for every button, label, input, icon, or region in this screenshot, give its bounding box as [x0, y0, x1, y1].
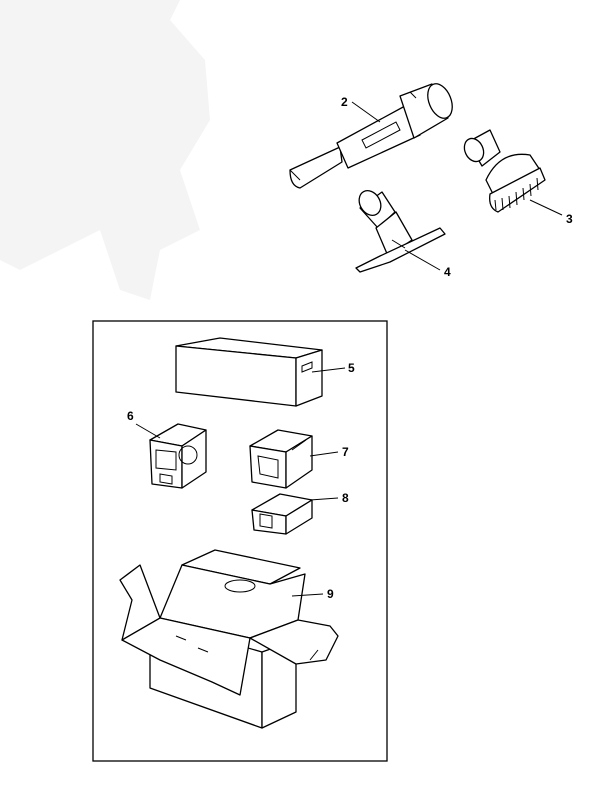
crevice-nozzle	[355, 190, 446, 273]
outer-box	[175, 337, 323, 407]
packaging-frame	[92, 320, 388, 762]
callout-8: 8	[309, 491, 349, 505]
svg-text:7: 7	[342, 445, 349, 459]
callout-2: 2	[341, 95, 381, 123]
svg-text:4: 4	[444, 265, 451, 279]
packing-insert-right	[249, 429, 313, 489]
svg-text:9: 9	[327, 587, 334, 601]
callout-7: 7	[309, 445, 349, 459]
callout-4: 4	[404, 249, 451, 279]
callout-5: 5	[311, 361, 355, 375]
svg-text:8: 8	[342, 491, 349, 505]
shipping-carton	[119, 549, 339, 729]
callout-9: 9	[291, 587, 334, 601]
packing-insert-small	[251, 493, 313, 535]
callout-3: 3	[529, 199, 573, 226]
svg-text:6: 6	[127, 409, 134, 423]
svg-text:5: 5	[348, 361, 355, 375]
extension-tube	[289, 83, 453, 189]
packing-insert-left	[149, 423, 207, 489]
dusting-brush	[463, 129, 546, 213]
svg-text:3: 3	[566, 212, 573, 226]
svg-text:2: 2	[341, 95, 348, 109]
callout-6: 6	[127, 409, 161, 439]
scan-shadow	[0, 0, 210, 300]
